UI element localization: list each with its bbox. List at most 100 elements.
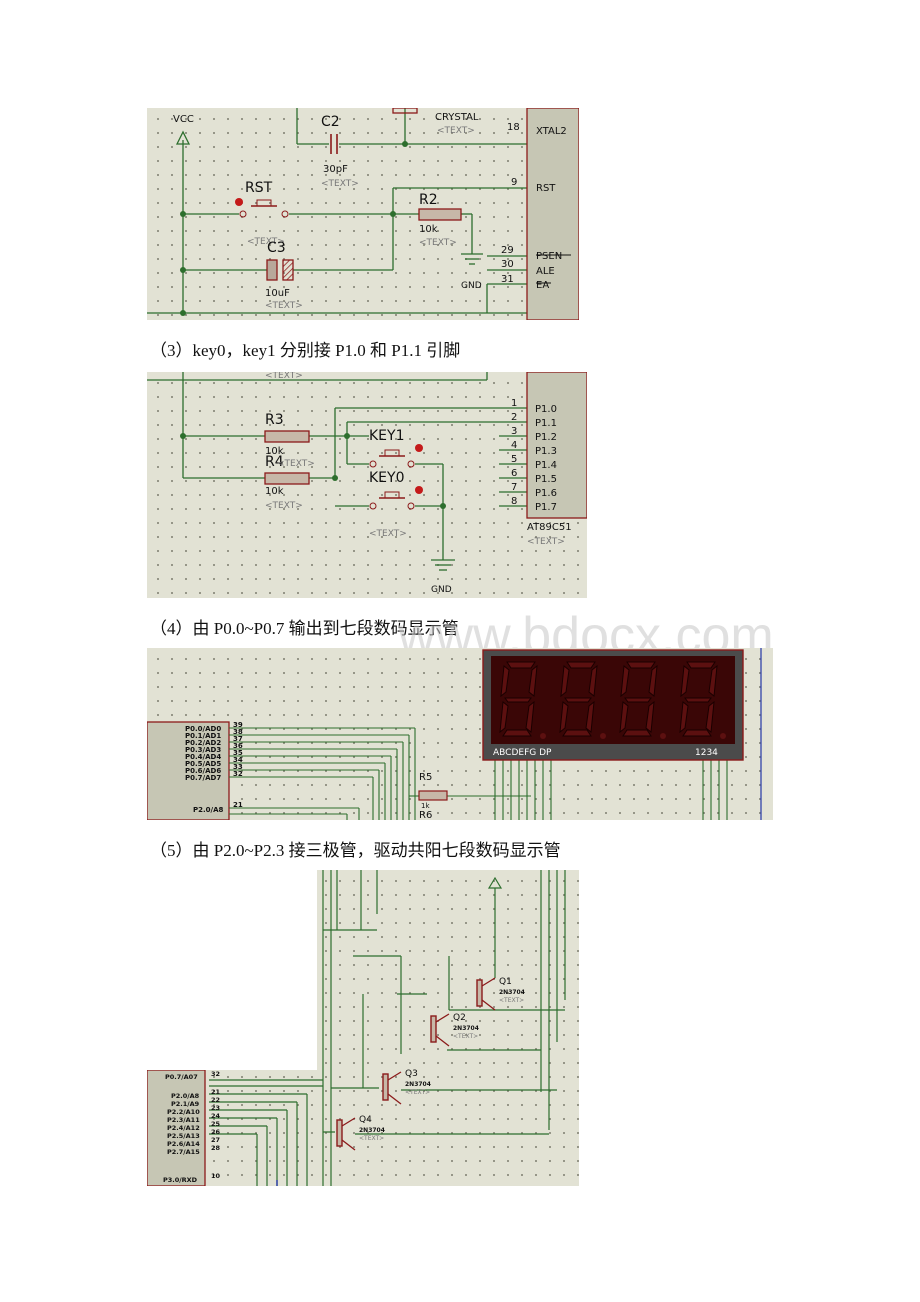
pin-30-label: 30 [501, 259, 514, 270]
display-circuit-figure: ABCDEFG DP 1234 P0.0/AD0 P0.1/AD1 P0.2/A… [147, 648, 773, 820]
segment-labels: ABCDEFG DP [493, 748, 552, 758]
p2-pin-26: 26 [211, 1128, 221, 1136]
crystal-text-placeholder: <TEXT> [437, 126, 475, 136]
port-p1-5: P1.5 [535, 474, 557, 485]
r2-label: R2 [419, 192, 438, 208]
digit-labels: 1234 [695, 748, 718, 758]
p3-0-pin: 10 [211, 1172, 221, 1180]
p2-pin-25: 25 [211, 1120, 221, 1128]
p0-pin-38: 38 [233, 728, 243, 736]
transistor-circuit-figure: Q1 2N3704 <TEXT> Q2 2N3704 <TEXT> Q3 2N3… [147, 870, 579, 1186]
p2-label-3: P2.3/A11 [167, 1116, 200, 1124]
ale-label: ALE [536, 266, 555, 277]
p1-pin-6: 6 [511, 468, 517, 479]
xtal2-label: XTAL2 [536, 126, 567, 137]
keys-circuit-figure: <TEXT> R3 10k R4 <TEXT> 10k <TEXT> KEY1 … [147, 372, 587, 598]
p0-label-4: P0.4/AD4 [185, 753, 221, 761]
p2-label-0: P2.0/A8 [171, 1092, 200, 1100]
port-p1-0: P1.0 [535, 404, 557, 415]
p0-label-1: P0.1/AD1 [185, 732, 221, 740]
vcc-label: VCC [173, 114, 194, 125]
p0-label-6: P0.6/AD6 [185, 767, 221, 775]
p0-pin-37: 37 [233, 735, 243, 743]
c2-value: 30pF [323, 164, 348, 175]
pin-18-label: 18 [507, 122, 520, 133]
key0-label: KEY0 [369, 470, 405, 486]
digit-3 [619, 661, 666, 739]
rst-text-placeholder: <TEXT> [247, 237, 285, 247]
port-p1-1: P1.1 [535, 418, 557, 429]
p1-pin-5: 5 [511, 454, 517, 465]
p0-pin-32: 32 [233, 770, 243, 778]
p2-label-5: P2.5/A13 [167, 1132, 200, 1140]
r3-text-placeholder: <TEXT> [277, 459, 315, 469]
p2-label-1: P2.1/A9 [171, 1100, 200, 1108]
q3-model: 2N3704 [405, 1081, 431, 1088]
c3-value: 10uF [265, 288, 290, 299]
p2-label-2: P2.2/A10 [167, 1108, 200, 1116]
top-text-placeholder: <TEXT> [265, 372, 303, 381]
p0-pin-33: 33 [233, 763, 243, 771]
port-p1-2: P1.2 [535, 432, 557, 443]
gnd-label: GND [461, 281, 482, 291]
port-p1-4: P1.4 [535, 460, 557, 471]
rst-button-symbol [235, 198, 289, 218]
q4-transistor [336, 1119, 343, 1147]
p2-label-7: P2.7/A15 [167, 1148, 200, 1156]
p1-pin-1: 1 [511, 398, 517, 409]
p0-label-5: P0.5/AD5 [185, 760, 221, 768]
p2-pin-23: 23 [211, 1104, 220, 1112]
p2-0-label: P2.0/A8 [193, 806, 224, 814]
p0-pin-36: 36 [233, 742, 243, 750]
c2-text-placeholder: <TEXT> [321, 179, 359, 189]
p1-pin-4: 4 [511, 440, 517, 451]
p1-pin-7: 7 [511, 482, 517, 493]
p3-0-label: P3.0/RXD [163, 1176, 198, 1184]
q3-text-placeholder: <TEXT> [405, 1089, 430, 1096]
q3-transistor [382, 1073, 389, 1101]
pin-31-label: 31 [501, 274, 514, 285]
q3-label: Q3 [405, 1069, 418, 1079]
pin-9-label: 9 [511, 177, 517, 188]
r2-value: 10k [419, 224, 438, 235]
psen-label: PSEN [536, 251, 562, 262]
r6-label: R6 [419, 810, 432, 820]
caption-keys: （3）key0，key1 分别接 P1.0 和 P1.1 引脚 [150, 341, 461, 360]
chip-text-placeholder: <TEXT> [527, 537, 565, 547]
q2-text-placeholder: <TEXT> [453, 1033, 478, 1040]
key1-button-symbol [369, 444, 423, 468]
p0-7-pin: 32 [211, 1070, 220, 1078]
r3-value: 10k [265, 446, 284, 457]
crystal-label: CRYSTAL [435, 112, 479, 123]
p0-pin-34: 34 [233, 756, 243, 764]
p0-7-label: P0.7/A07 [165, 1073, 198, 1081]
vcc-arrow-icon [175, 130, 191, 145]
r4-label: R4 [265, 454, 284, 470]
p0-label-0: P0.0/AD0 [185, 725, 221, 733]
c3-label: C3 [267, 240, 286, 256]
p2-pin-27: 27 [211, 1136, 220, 1144]
port-p1-6: P1.6 [535, 488, 557, 499]
pin-29-label: 29 [501, 245, 514, 256]
q1-transistor [476, 979, 483, 1007]
p2-pin-28: 28 [211, 1144, 221, 1152]
p0-label-7: P0.7/AD7 [185, 774, 221, 782]
rst-button-label: RST [245, 180, 273, 196]
r5-label: R5 [419, 772, 432, 783]
r4-value: 10k [265, 486, 284, 497]
r2-text-placeholder: <TEXT> [419, 238, 457, 248]
rst-pin-label: RST [536, 183, 556, 194]
r3-label: R3 [265, 412, 284, 428]
p1-pin-2: 2 [511, 412, 517, 423]
p2-0-pin: 21 [233, 801, 243, 809]
q1-model: 2N3704 [499, 989, 525, 996]
caption-transistors: （5）由 P2.0~P2.3 接三极管，驱动共阳七段数码显示管 [150, 841, 561, 860]
reset-circuit-figure: VCC C2 30pF <TEXT> CRYSTAL <TEXT> 18 XTA… [147, 108, 579, 320]
q4-label: Q4 [359, 1115, 372, 1125]
port-p1-3: P1.3 [535, 446, 557, 457]
p0-label-2: P0.2/AD2 [185, 739, 221, 747]
q2-model: 2N3704 [453, 1025, 479, 1032]
port-p1-7: P1.7 [535, 502, 557, 513]
gnd-label: GND [431, 585, 452, 595]
q4-model: 2N3704 [359, 1127, 385, 1134]
